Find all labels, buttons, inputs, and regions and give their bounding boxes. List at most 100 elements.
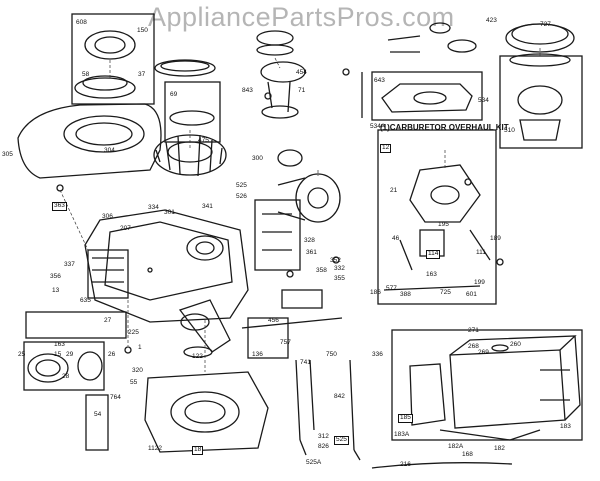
part-label: 352 [330, 257, 341, 264]
part-label: 26 [108, 351, 116, 358]
part-label: 336 [372, 351, 383, 358]
part-label: 750 [326, 351, 337, 358]
part-label: 337 [64, 261, 75, 268]
part-label: 332 [334, 265, 345, 272]
part-label: 525A [306, 459, 322, 466]
fuel-tank [449, 349, 566, 429]
screen-disc [154, 59, 216, 77]
engine-block [84, 209, 249, 323]
part-label: 608 [76, 19, 87, 26]
part-label: 725 [440, 289, 451, 296]
part-label: 826 [318, 443, 329, 450]
part-label: 69 [170, 91, 178, 98]
part-label: 320 [132, 367, 143, 374]
part-label: 199 [474, 279, 485, 286]
part-label: 475 [198, 137, 209, 144]
part-label: 122 [192, 353, 203, 360]
part-label: 355 [334, 275, 345, 282]
part-label: 18 [192, 446, 204, 455]
part-label: 207 [120, 225, 131, 232]
part-label: 534A [370, 123, 386, 130]
part-label: 183 [560, 423, 571, 430]
part-label: 456 [268, 317, 279, 324]
carburetor-kit-region [377, 129, 497, 305]
part-label: 328 [304, 237, 315, 244]
part-label: 525 [236, 182, 247, 189]
part-label: 195 [438, 221, 449, 228]
part-label: 136 [252, 351, 263, 358]
part-label: 306 [102, 213, 113, 220]
part-label: 28 [62, 373, 70, 380]
part-label: 525 [334, 436, 349, 445]
part-label: 356 [50, 273, 61, 280]
carburetor-kit-title: (1)CARBURETOR OVERHAUL KIT [380, 123, 509, 132]
part-label: 301 [164, 209, 175, 216]
part-label: 361 [306, 249, 317, 256]
part-label: 300 [252, 155, 263, 162]
part-label: 341 [202, 203, 213, 210]
part-label: 741 [300, 359, 311, 366]
part-label: 727 [540, 21, 551, 28]
part-label: 358 [316, 267, 327, 274]
part-label: 510 [504, 127, 515, 134]
part-label: 29 [66, 351, 74, 358]
part-label: 534 [478, 97, 489, 104]
part-label: 216 [400, 461, 411, 468]
part-label: 635 [80, 297, 91, 304]
part-label: 150 [137, 27, 148, 34]
part-label: 843 [242, 87, 253, 94]
part-label: 189 [490, 235, 501, 242]
part-label: 260 [510, 341, 521, 348]
part-label: 37 [138, 71, 146, 78]
part-label: 454 [296, 69, 307, 76]
part-label: 25 [18, 351, 26, 358]
part-label: 526 [236, 193, 247, 200]
part-label: 111 [476, 249, 486, 256]
part-label: 1 [138, 344, 142, 351]
watermark: AppliancePartsPros.com [148, 2, 455, 32]
part-label: 269 [478, 349, 489, 356]
part-label: 363 [52, 202, 67, 211]
part-label: 643 [374, 77, 385, 84]
part-label: 71 [298, 87, 306, 94]
part-label: 601 [466, 291, 477, 298]
part-label: 27 [104, 317, 112, 324]
part-label: 182A [448, 443, 464, 450]
part-label: 163 [54, 341, 65, 348]
part-label: 182 [494, 445, 505, 452]
part-label: 842 [334, 393, 345, 400]
part-label: 268 [468, 343, 479, 350]
part-label: 764 [110, 394, 121, 401]
piston-inset [23, 341, 105, 391]
part-label: 185 [398, 414, 413, 423]
part-label: 305 [2, 151, 13, 158]
part-label: 1122 [148, 445, 162, 452]
part-label: 168 [462, 451, 473, 458]
part-label: 58 [82, 71, 90, 78]
part-label: 55 [130, 379, 138, 386]
tank-inset [391, 329, 583, 441]
part-label: 186 [370, 289, 381, 296]
muffler-inset [371, 71, 483, 121]
carburetor-body [409, 164, 481, 223]
part-label: 46 [392, 235, 400, 242]
part-label: 54 [94, 411, 102, 418]
part-label: 312 [318, 433, 329, 440]
part-label: 225 [128, 329, 139, 336]
part-label: 388 [400, 291, 411, 298]
part-label: 423 [486, 17, 497, 24]
part-label: 577 [386, 285, 397, 292]
part-label: 271 [468, 327, 479, 334]
part-label: 304 [104, 147, 115, 154]
part-label: 12 [380, 144, 392, 153]
part-label: 114 [426, 250, 441, 259]
part-label: 757 [280, 339, 291, 346]
part-label: 21 [390, 187, 398, 194]
control-rod [371, 462, 513, 469]
air-filter [295, 173, 341, 223]
part-label: 334 [148, 204, 159, 211]
crankshaft [178, 299, 231, 353]
part-label: 15 [54, 351, 62, 358]
